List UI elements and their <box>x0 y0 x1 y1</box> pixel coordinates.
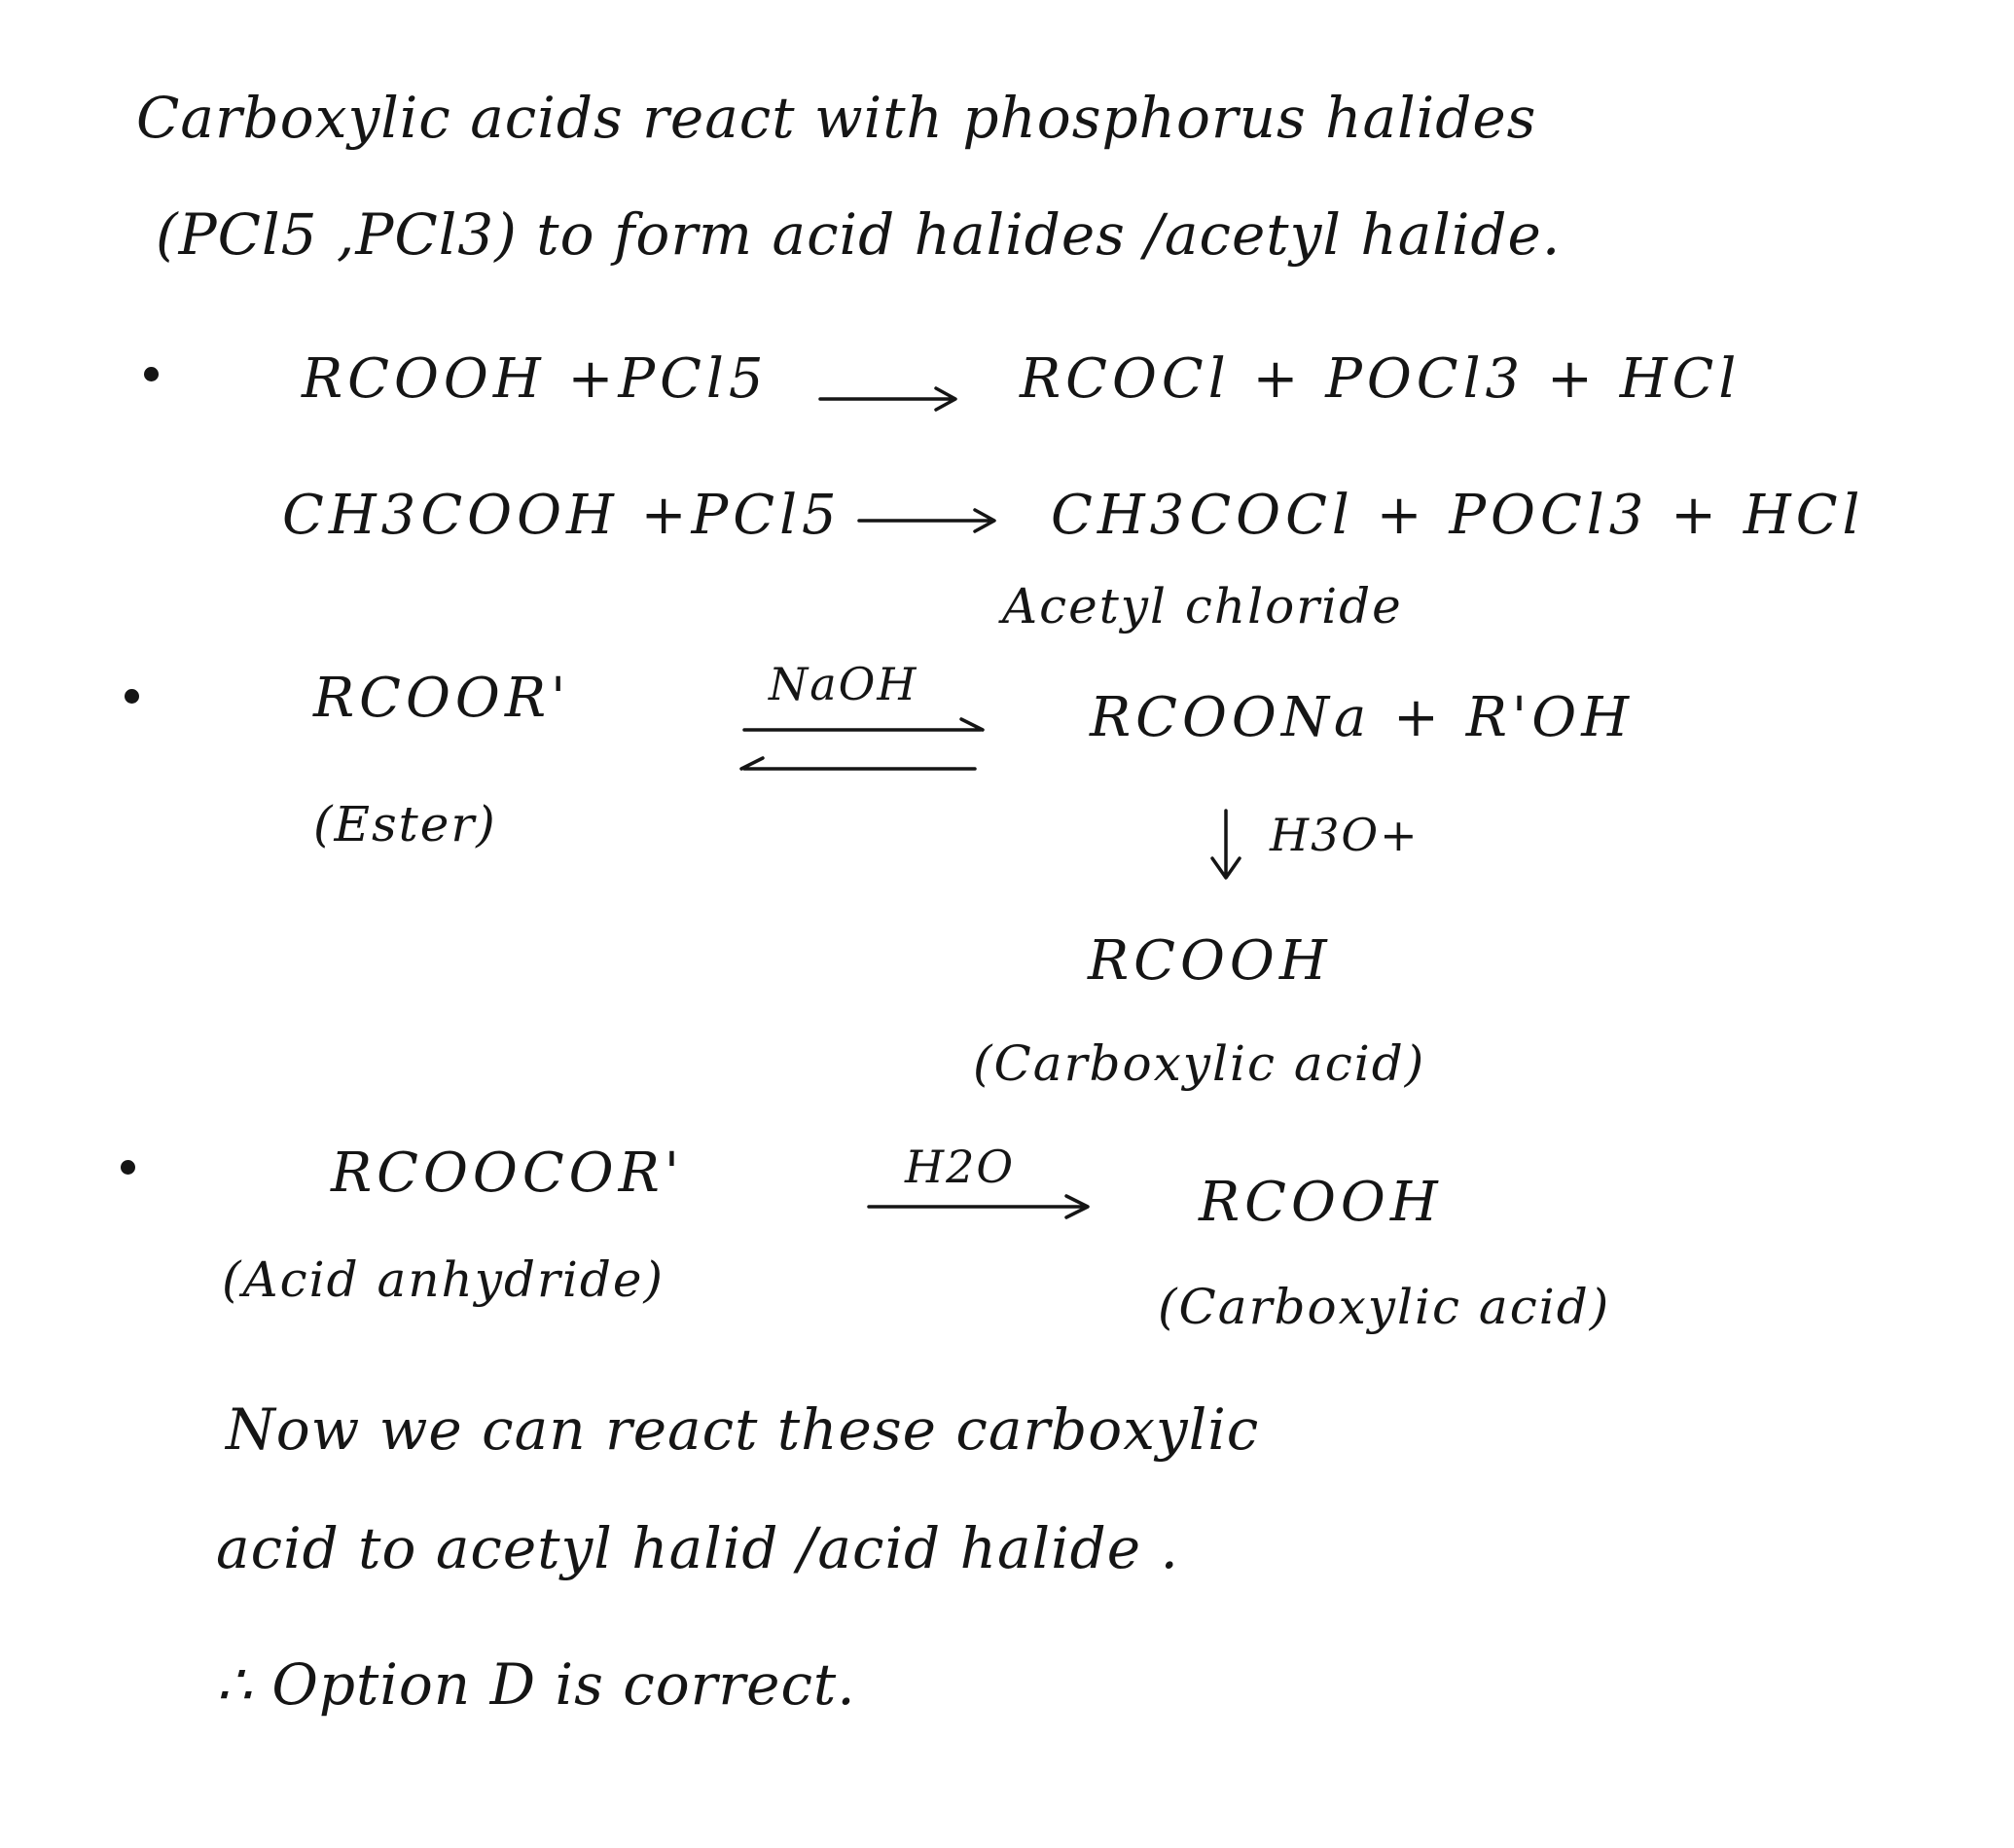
reaction-arrow-icon <box>818 386 957 412</box>
acid-anhydride-label: (Acid anhydride) <box>222 1251 665 1308</box>
acetyl-chloride-label: Acetyl chloride <box>1002 578 1403 634</box>
carboxylic-acid-label-2: (Carboxylic acid) <box>1158 1279 1611 1335</box>
conclusion-line-2: acid to acetyl halid /acid halide . <box>216 1515 1179 1581</box>
down-arrow-icon <box>1210 809 1241 880</box>
reaction1-general-lhs: RCOOH +PCl5 <box>302 347 769 411</box>
reaction3-reactant: RCOOCOR' <box>331 1141 685 1205</box>
reaction3-product: RCOOH <box>1199 1171 1443 1234</box>
equilibrium-arrow-icon <box>739 717 985 771</box>
reagent-naoh: NaOH <box>769 658 918 710</box>
conclusion-line-1: Now we can react these carboxylic <box>226 1396 1260 1463</box>
ester-label: (Ester) <box>313 796 497 852</box>
reagent-h2o: H2O <box>905 1141 1016 1193</box>
bullet-reaction-1 <box>144 367 159 381</box>
reaction2-reactant: RCOOR' <box>313 667 571 730</box>
reaction2-products: RCOONa + R'OH <box>1090 686 1635 749</box>
reagent-h3o: H3O+ <box>1270 809 1420 861</box>
bullet-reaction-3 <box>121 1160 135 1175</box>
reaction1-example-lhs: CH3COOH +PCl5 <box>282 484 842 547</box>
reaction2-final-product: RCOOH <box>1088 929 1332 993</box>
reaction-arrow-icon <box>857 508 996 533</box>
conclusion-line-3: ∴ Option D is correct. <box>216 1651 856 1718</box>
intro-line-2: (PCl5 ,PCl3) to form acid halides /acety… <box>156 201 1562 268</box>
carboxylic-acid-label: (Carboxylic acid) <box>973 1035 1426 1092</box>
bullet-reaction-2 <box>125 689 139 704</box>
intro-line-1: Carboxylic acids react with phosphorus h… <box>136 85 1537 151</box>
reaction1-example-rhs: CH3COCl + POCl3 + HCl <box>1051 484 1865 547</box>
reaction-arrow-icon <box>867 1194 1090 1219</box>
reaction1-general-rhs: RCOCl + POCl3 + HCl <box>1020 347 1742 411</box>
